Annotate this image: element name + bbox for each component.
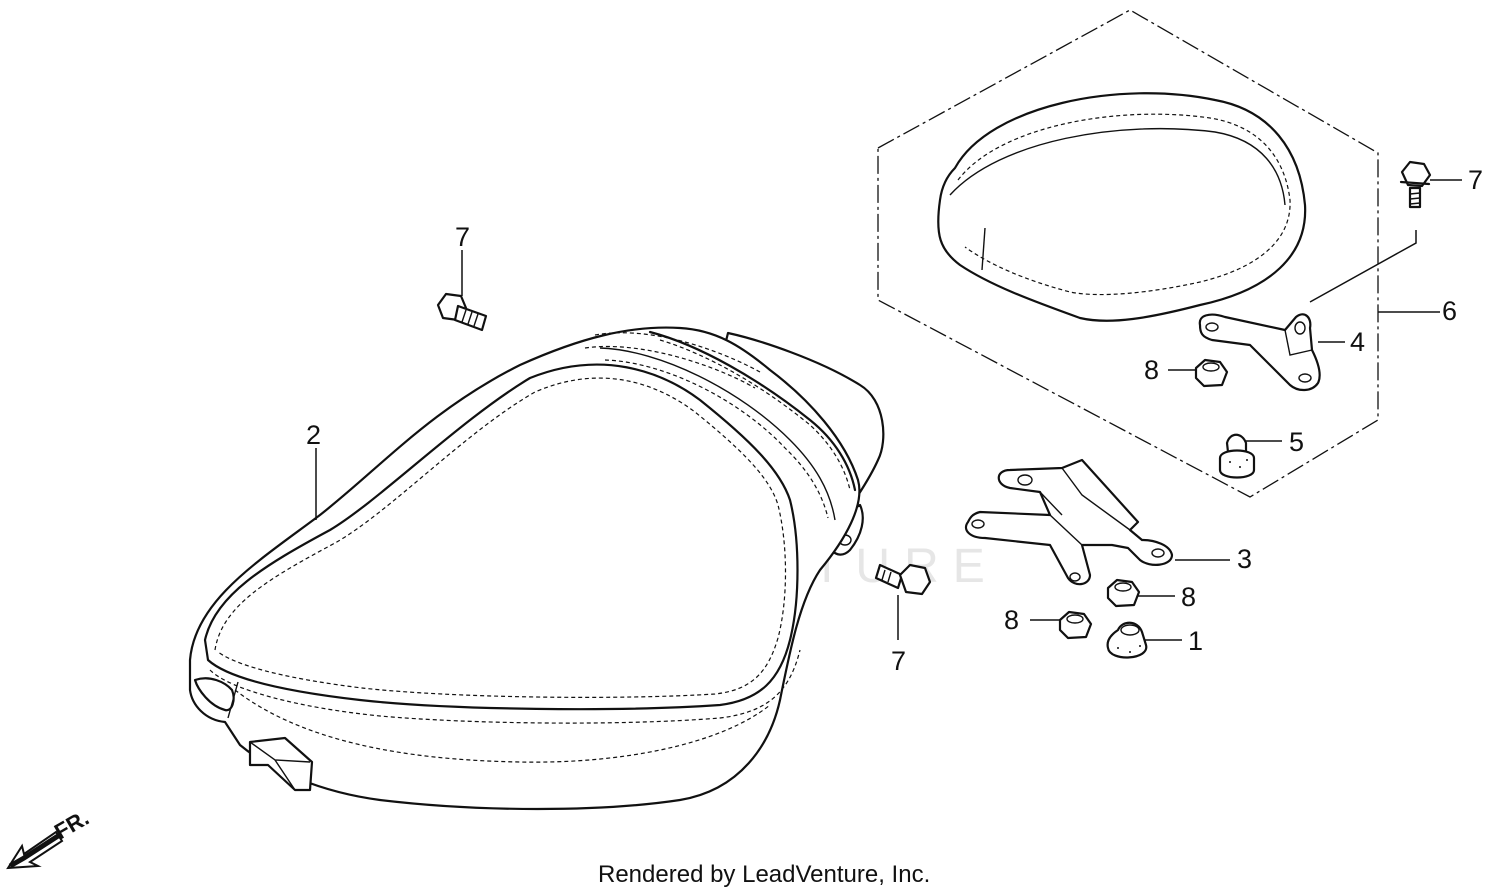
callout-2: 2 <box>306 420 321 450</box>
grommet-part[interactable] <box>1218 433 1256 479</box>
callout-8-right: 8 <box>1181 582 1196 612</box>
nut-left-part[interactable] <box>1058 610 1093 640</box>
callout-5: 5 <box>1289 427 1304 457</box>
bolt-upper-part[interactable] <box>1399 160 1432 209</box>
callout-8-upper: 8 <box>1144 355 1159 385</box>
callout-8-left: 8 <box>1004 605 1019 635</box>
callout-3: 3 <box>1237 544 1252 574</box>
callout-7-lower: 7 <box>891 646 906 676</box>
nut-upper-part[interactable] <box>1194 358 1229 388</box>
cushion-part[interactable] <box>1106 621 1148 659</box>
callout-7-mid: 7 <box>455 222 470 252</box>
credit-text: Rendered by LeadVenture, Inc. <box>598 861 930 888</box>
callout-7-upper: 7 <box>1468 165 1483 195</box>
callout-6: 6 <box>1442 296 1457 326</box>
bolt-mid-part[interactable] <box>436 292 488 332</box>
nut-right-part[interactable] <box>1106 578 1141 608</box>
front-direction-arrow-icon <box>6 830 64 870</box>
front-bracket-part[interactable] <box>964 458 1174 586</box>
callout-4: 4 <box>1350 327 1365 357</box>
callout-1: 1 <box>1188 626 1203 656</box>
rear-seat-part[interactable] <box>937 92 1307 322</box>
main-seat-part[interactable] <box>188 326 885 811</box>
bolt-lower-part[interactable] <box>874 563 932 596</box>
rear-bracket-part[interactable] <box>1198 313 1321 392</box>
